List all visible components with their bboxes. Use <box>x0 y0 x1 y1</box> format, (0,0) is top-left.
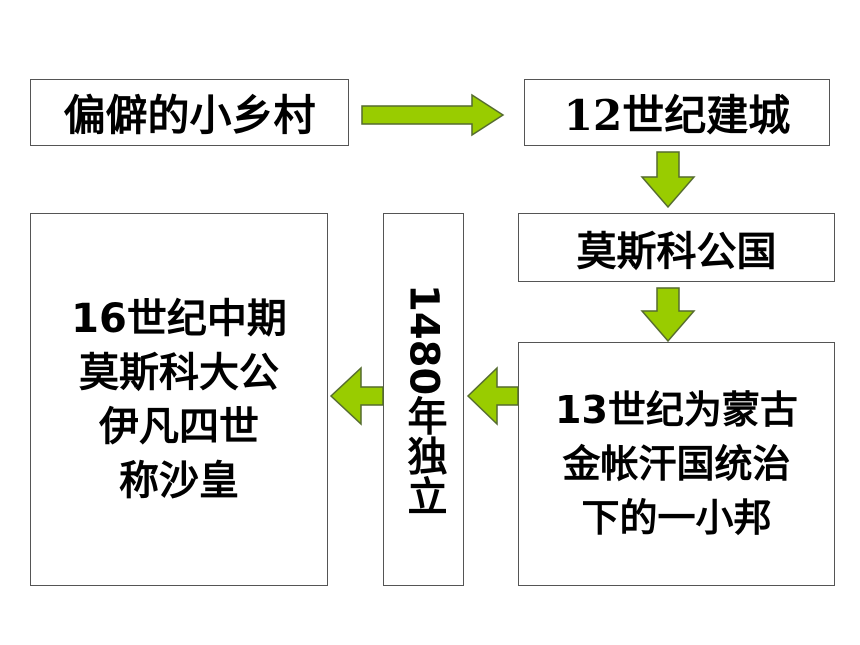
node-principality-text: 莫斯科公国 <box>576 228 777 275</box>
node-tsar: 16世纪中期 莫斯科大公 伊凡四世 称沙皇 <box>30 213 328 586</box>
arrow-down-icon <box>640 287 696 343</box>
node-mongol-line-3: 下的一小邦 <box>581 496 772 540</box>
node-tsar-line-3: 伊凡四世 <box>98 403 259 450</box>
node-tsar-line-4: 称沙皇 <box>118 457 239 504</box>
node-principality: 莫斯科公国 <box>518 213 835 282</box>
node-mongol-rule: 13世纪为蒙古 金帐汗国统治 下的一小邦 <box>518 342 835 586</box>
node-founding-text: 12世纪建城 <box>563 91 791 140</box>
node-tsar-line-1: 16世纪中期 <box>71 295 287 342</box>
node-village-text: 偏僻的小乡村 <box>63 91 316 140</box>
node-mongol-line-1: 13世纪为蒙古 <box>555 388 798 432</box>
arrow-left-icon <box>329 366 384 426</box>
node-tsar-line-2: 莫斯科大公 <box>78 349 279 396</box>
node-independence: 1480年独立 <box>383 213 464 586</box>
node-independence-text: 1480年独立 <box>400 283 447 516</box>
arrow-right-icon <box>361 93 505 137</box>
arrow-down-icon <box>640 151 696 209</box>
arrow-left-icon <box>466 366 519 426</box>
node-mongol-line-2: 金帐汗国统治 <box>562 442 791 486</box>
node-village: 偏僻的小乡村 <box>30 79 349 146</box>
node-founding: 12世纪建城 <box>524 79 830 146</box>
